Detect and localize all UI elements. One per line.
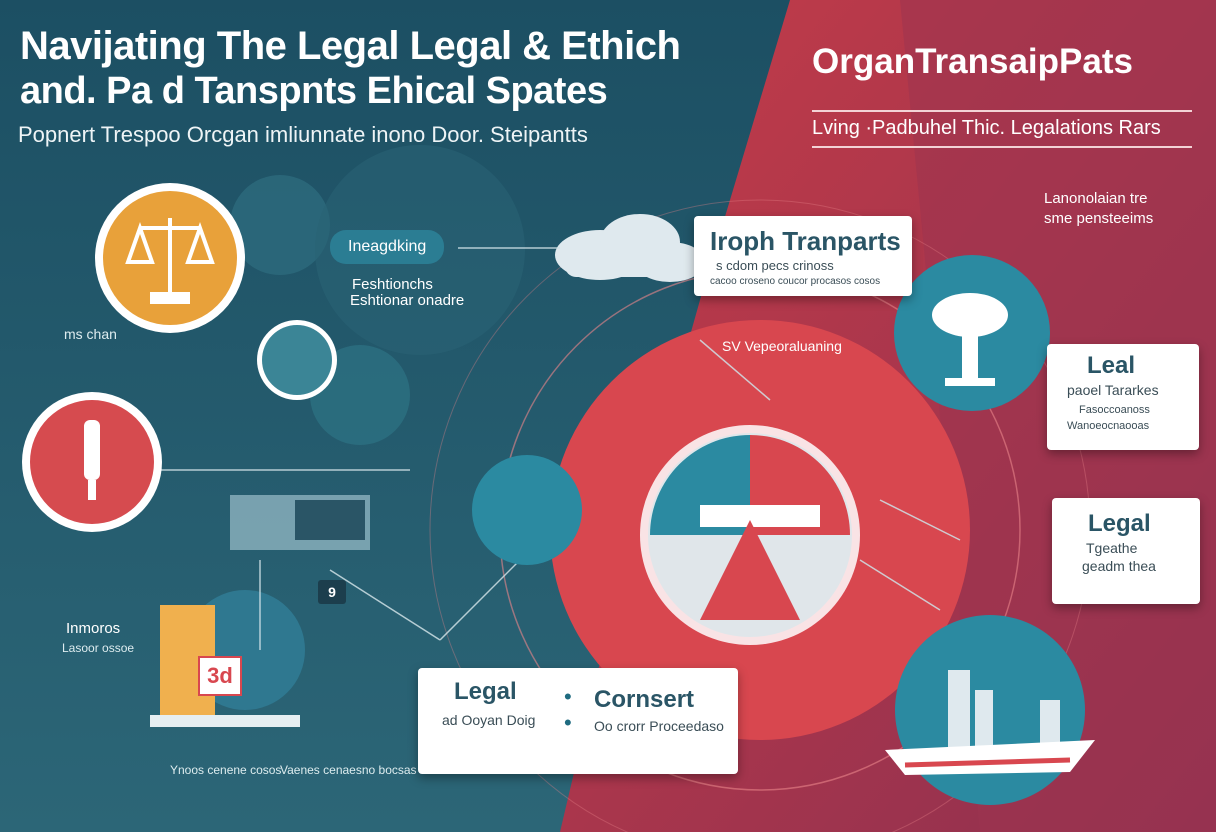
card-title: Leal (1087, 352, 1136, 379)
card-line2: Fasoccoanoss (1079, 404, 1150, 416)
small-tag: 9 (318, 580, 346, 604)
inmoros-sub-label: Lasoor ossoe (62, 641, 135, 655)
card-legal-consent: Legal ad Ooyan Doig • • Cornsert Oo cror… (418, 668, 738, 774)
card-line1: paoel Tararkes (1067, 382, 1159, 398)
card-right-sub: Oo crorr Proceedaso (594, 718, 724, 734)
card-iroph-tranparts: Iroph Tranparts s cdom pecs crinoss caco… (694, 216, 912, 296)
card-title: Legal (1088, 510, 1151, 537)
card-line3: Wanoeocnaooas (1067, 420, 1150, 432)
scales-badge (95, 183, 245, 333)
card-leal: Leal paoel Tararkes Fasoccoanoss Wanoeoc… (1047, 344, 1199, 450)
eshtionar-label: Eshtionar onadre (350, 292, 465, 309)
bullet-dot: • (564, 684, 572, 709)
card-line1: s cdom pecs crinoss (716, 258, 834, 273)
bottom-note-left: Ynoos cenene cosos (170, 763, 282, 777)
card-right-title: Cornsert (594, 686, 695, 713)
right-header-subtitle: Lving ·Padbuhel Thic. Legalations Rars (812, 110, 1192, 148)
card-title: Iroph Tranparts (710, 226, 901, 256)
card-line1: Tgeathe (1086, 540, 1138, 556)
inmoros-label: Inmoros (66, 620, 121, 637)
bullet-dot: • (564, 710, 572, 735)
page-title-line1: Navijating The Legal Legal & Ethich (20, 24, 681, 68)
page-subtitle: Popnert Trespoo Orcgan imliunnate inono … (18, 122, 588, 147)
card-left-sub: ad Ooyan Doig (442, 712, 536, 728)
ms-chan-label: ms chan (64, 326, 117, 342)
feshtionchs-label: Feshtionchs (352, 276, 433, 293)
sv-label: SV Vepeoraluaning (722, 338, 842, 354)
bottom-note-right: Vaenes cenaesno bocsas (280, 763, 417, 777)
card-line2: geadm thea (1082, 558, 1156, 574)
right-top-label: Lanonolaian tre (1044, 190, 1148, 207)
central-photo (640, 425, 860, 645)
price-tag: 3d (198, 656, 242, 696)
syringe-badge (22, 392, 162, 532)
card-legal: Legal Tgeathe geadm thea (1052, 498, 1200, 604)
card-line2: cacoo croseno coucor procasos cosos (710, 276, 881, 287)
card-left-title: Legal (454, 678, 517, 705)
right-header-title: OrganTransaipPats (812, 42, 1133, 81)
right-top-label2: sme pensteeims (1044, 210, 1154, 227)
ineagdking-pill: Ineagdking (330, 230, 445, 264)
cloud-graphic (555, 214, 705, 282)
page-title-line2: and. Pa d Tanspnts Ehical Spates (20, 70, 608, 112)
